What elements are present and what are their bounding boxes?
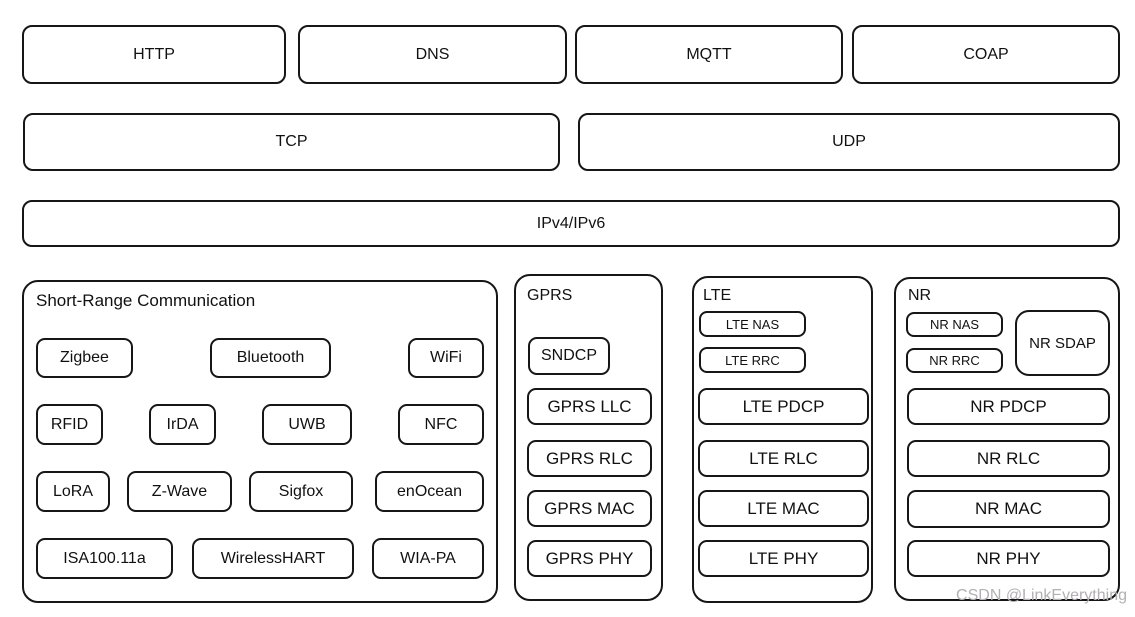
chip-wia-pa: WIA-PA: [372, 538, 484, 579]
chip-zigbee: Zigbee: [36, 338, 133, 378]
group-lte-title: LTE: [703, 287, 732, 304]
chip-nfc: NFC: [398, 404, 484, 445]
box-gprs-phy: GPRS PHY: [527, 540, 652, 577]
group-gprs-title: GPRS: [527, 287, 573, 304]
chip-wirelesshart: WirelessHART: [192, 538, 354, 579]
box-lte-nas: LTE NAS: [699, 311, 806, 337]
box-lte-pdcp: LTE PDCP: [698, 388, 869, 425]
chip-isa100-11a: ISA100.11a: [36, 538, 173, 579]
box-lte-phy: LTE PHY: [698, 540, 869, 577]
group-short-range-title: Short-Range Communication: [36, 291, 256, 310]
chip-enocean: enOcean: [375, 471, 484, 512]
chip-wifi: WiFi: [408, 338, 484, 378]
box-nr-mac: NR MAC: [907, 490, 1110, 528]
chip-sigfox: Sigfox: [249, 471, 353, 512]
box-dns: DNS: [298, 25, 567, 84]
box-udp: UDP: [578, 113, 1120, 171]
chip-irda: IrDA: [149, 404, 216, 445]
box-nr-rrc: NR RRC: [906, 348, 1003, 373]
box-sndcp: SNDCP: [528, 337, 610, 375]
box-gprs-rlc: GPRS RLC: [527, 440, 652, 477]
box-coap: COAP: [852, 25, 1120, 84]
box-ipv4-ipv6: IPv4/IPv6: [22, 200, 1120, 247]
box-nr-pdcp: NR PDCP: [907, 388, 1110, 425]
box-lte-rrc: LTE RRC: [699, 347, 806, 373]
watermark: CSDN @LinkEverything: [956, 587, 1127, 604]
box-http: HTTP: [22, 25, 286, 84]
box-lte-mac: LTE MAC: [698, 490, 869, 527]
box-gprs-mac: GPRS MAC: [527, 490, 652, 527]
box-gprs-llc: GPRS LLC: [527, 388, 652, 425]
box-tcp: TCP: [23, 113, 560, 171]
box-nr-nas: NR NAS: [906, 312, 1003, 337]
box-lte-rlc: LTE RLC: [698, 440, 869, 477]
group-nr-title: NR: [908, 287, 932, 304]
box-mqtt: MQTT: [575, 25, 843, 84]
box-nr-rlc: NR RLC: [907, 440, 1110, 477]
chip-z-wave: Z-Wave: [127, 471, 232, 512]
chip-lora: LoRA: [36, 471, 110, 512]
box-nr-sdap: NR SDAP: [1015, 310, 1110, 376]
box-nr-phy: NR PHY: [907, 540, 1110, 577]
chip-bluetooth: Bluetooth: [210, 338, 331, 378]
chip-rfid: RFID: [36, 404, 103, 445]
chip-uwb: UWB: [262, 404, 352, 445]
